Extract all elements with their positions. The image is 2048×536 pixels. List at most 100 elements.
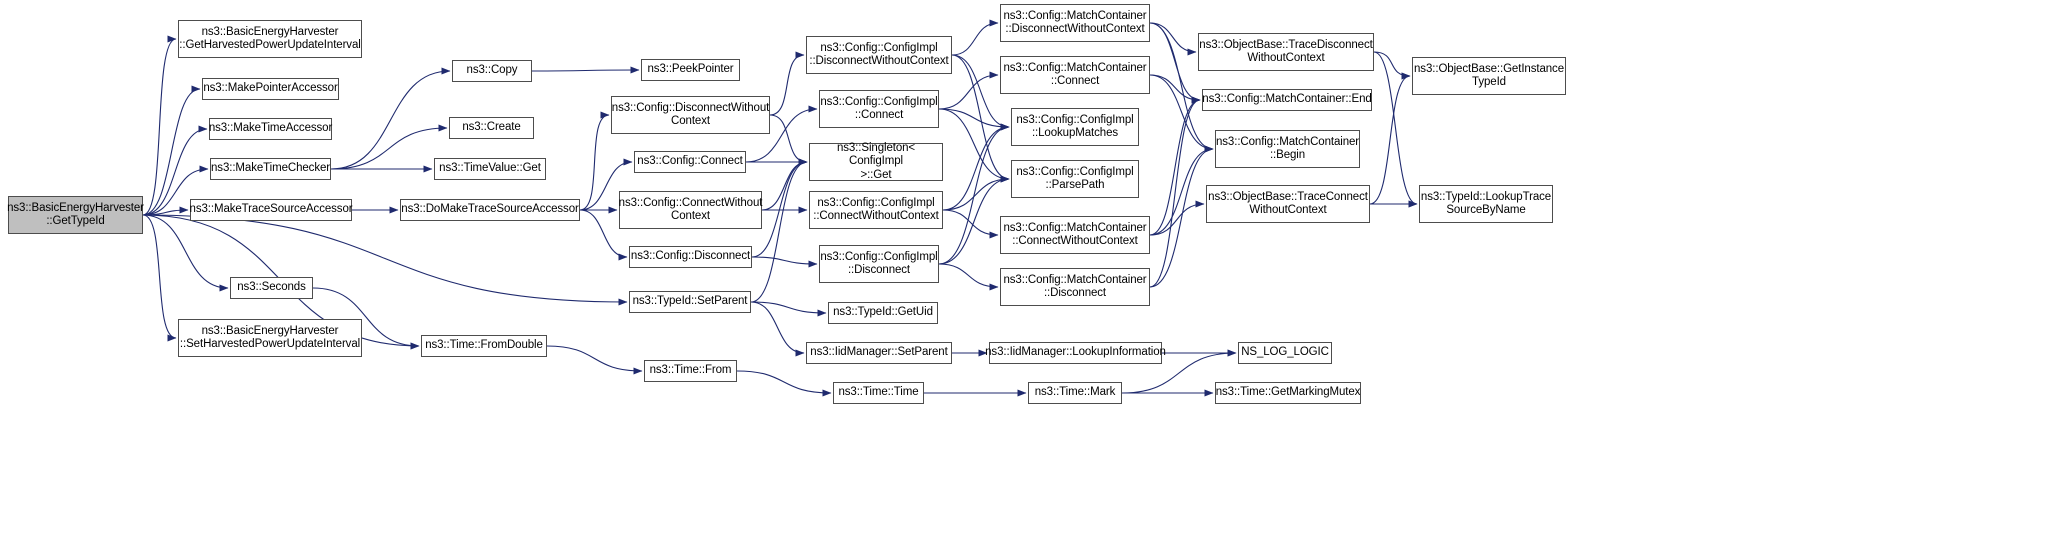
graph-node-label: ns3::MakeTraceSourceAccessor bbox=[189, 203, 353, 216]
graph-node-label: ns3::MakeTimeChecker bbox=[211, 162, 331, 175]
graph-node-label: ns3::Singleton< ConfigImpl >::Get bbox=[836, 141, 916, 181]
graph-edge bbox=[1149, 96, 1201, 288]
graph-node-label: ns3::TypeId::LookupTrace SourceByName bbox=[1420, 190, 1552, 217]
graph-node[interactable]: NS_LOG_LOGIC bbox=[1238, 342, 1332, 364]
graph-edge bbox=[1149, 200, 1205, 236]
graph-node[interactable]: ns3::TimeValue::Get bbox=[434, 158, 546, 180]
graph-edge bbox=[330, 124, 448, 170]
graph-edge bbox=[1149, 145, 1214, 288]
graph-node[interactable]: ns3::Config::ConfigImpl ::LookupMatches bbox=[1011, 108, 1139, 146]
graph-node-label: ns3::Config::MatchContainer ::Begin bbox=[1215, 135, 1360, 162]
graph-node-label: ns3::Create bbox=[462, 121, 521, 134]
graph-edge bbox=[142, 35, 177, 216]
graph-edge bbox=[769, 114, 808, 166]
graph-node-label: ns3::Config::DisconnectWithout Context bbox=[611, 101, 770, 128]
graph-node[interactable]: ns3::IidManager::LookupInformation bbox=[985, 342, 1166, 364]
graph-node-label: ns3::IidManager::SetParent bbox=[810, 346, 948, 359]
graph-node[interactable]: ns3::Config::ConfigImpl ::ParsePath bbox=[1011, 160, 1139, 198]
graph-node[interactable]: ns3::Time::From bbox=[644, 360, 737, 382]
graph-node[interactable]: ns3::MakePointerAccessor bbox=[202, 78, 339, 100]
graph-node-label: ns3::Config::ConfigImpl ::ConnectWithout… bbox=[813, 196, 939, 223]
graph-node[interactable]: ns3::TypeId::LookupTrace SourceByName bbox=[1419, 185, 1553, 223]
graph-node[interactable]: ns3::Config::MatchContainer ::ConnectWit… bbox=[1000, 216, 1150, 254]
graph-edge bbox=[938, 175, 1010, 265]
graph-edge bbox=[1149, 22, 1197, 56]
graph-node-label: ns3::TimeValue::Get bbox=[439, 162, 541, 175]
graph-node[interactable]: ns3::MakeTraceSourceAccessor bbox=[190, 199, 353, 221]
graph-node[interactable]: ns3::MakeTimeAccessor bbox=[209, 118, 332, 140]
graph-edge bbox=[142, 206, 189, 216]
graph-node[interactable]: ns3::BasicEnergyHarvester ::GetTypeId bbox=[7, 196, 144, 234]
graph-node[interactable]: ns3::Time::FromDouble bbox=[421, 335, 547, 357]
graph-edge bbox=[1149, 22, 1201, 104]
graph-node[interactable]: ns3::IidManager::SetParent bbox=[806, 342, 952, 364]
graph-edge bbox=[142, 85, 201, 216]
graph-node[interactable]: ns3::Seconds bbox=[230, 277, 313, 299]
graph-node-label: ns3::Config::MatchContainer ::ConnectWit… bbox=[1003, 221, 1147, 248]
graph-edge bbox=[951, 19, 999, 56]
graph-node-label: ns3::ObjectBase::TraceConnect WithoutCon… bbox=[1208, 190, 1368, 217]
graph-node[interactable]: ns3::Config::MatchContainer ::Disconnect… bbox=[1000, 4, 1150, 42]
graph-node-label: ns3::Config::ConfigImpl ::Connect bbox=[820, 95, 938, 122]
graph-node-label: ns3::Time::GetMarkingMutex bbox=[1215, 386, 1361, 399]
graph-node-label: ns3::Config::MatchContainer ::Disconnect bbox=[1003, 273, 1147, 300]
graph-edge bbox=[751, 256, 818, 268]
graph-node[interactable]: ns3::TypeId::SetParent bbox=[629, 291, 751, 313]
graph-node[interactable]: ns3::Time::Time bbox=[833, 382, 924, 404]
graph-edge bbox=[531, 66, 640, 74]
graph-node[interactable]: ns3::Config::ConfigImpl ::Connect bbox=[819, 90, 939, 128]
graph-node[interactable]: ns3::Time::GetMarkingMutex bbox=[1215, 382, 1361, 404]
graph-node-label: ns3::MakePointerAccessor bbox=[203, 82, 338, 95]
graph-node[interactable]: ns3::TypeId::GetUid bbox=[828, 302, 938, 324]
graph-node-label: ns3::Config::Disconnect bbox=[630, 250, 751, 263]
graph-node-label: ns3::Time::Mark bbox=[1034, 386, 1116, 399]
graph-node[interactable]: ns3::Config::MatchContainer::End bbox=[1202, 89, 1372, 111]
graph-node[interactable]: ns3::ObjectBase::GetInstance TypeId bbox=[1412, 57, 1566, 95]
graph-node-label: ns3::Config::ConfigImpl ::LookupMatches bbox=[1016, 113, 1134, 140]
graph-node[interactable]: ns3::BasicEnergyHarvester ::SetHarvested… bbox=[178, 319, 362, 357]
graph-edge bbox=[142, 214, 628, 306]
graph-node[interactable]: ns3::Config::MatchContainer ::Begin bbox=[1215, 130, 1360, 168]
graph-node[interactable]: ns3::PeekPointer bbox=[641, 59, 740, 81]
graph-node-label: ns3::Config::MatchContainer::End bbox=[1202, 93, 1372, 106]
graph-node[interactable]: ns3::Copy bbox=[452, 60, 532, 82]
graph-node-label: ns3::MakeTimeAccessor bbox=[208, 122, 333, 135]
graph-edge bbox=[942, 175, 1010, 211]
graph-node-label: ns3::TypeId::GetUid bbox=[833, 306, 933, 319]
graph-node[interactable]: ns3::Config::ConfigImpl ::DisconnectWith… bbox=[806, 36, 952, 74]
graph-node[interactable]: ns3::Create bbox=[449, 117, 534, 139]
graph-node[interactable]: ns3::Time::Mark bbox=[1028, 382, 1122, 404]
graph-edge bbox=[1149, 145, 1214, 236]
graph-edge bbox=[1149, 74, 1214, 153]
graph-node[interactable]: ns3::DoMakeTraceSourceAccessor bbox=[400, 199, 580, 221]
graph-node[interactable]: ns3::ObjectBase::TraceDisconnect Without… bbox=[1198, 33, 1374, 71]
graph-node[interactable]: ns3::Config::MatchContainer ::Disconnect bbox=[1000, 268, 1150, 306]
graph-node-label: ns3::Config::ConnectWithout Context bbox=[618, 196, 763, 223]
graph-edge bbox=[938, 123, 1010, 265]
graph-node[interactable]: ns3::Config::Connect bbox=[634, 151, 746, 173]
graph-node[interactable]: ns3::Config::ConfigImpl ::Disconnect bbox=[819, 245, 939, 283]
graph-node[interactable]: ns3::BasicEnergyHarvester ::GetHarvested… bbox=[178, 20, 362, 58]
graph-node[interactable]: ns3::Config::Disconnect bbox=[629, 246, 752, 268]
graph-edge bbox=[579, 111, 610, 211]
graph-edge bbox=[942, 209, 999, 239]
graph-node[interactable]: ns3::ObjectBase::TraceConnect WithoutCon… bbox=[1206, 185, 1370, 223]
graph-edge bbox=[546, 345, 643, 375]
graph-edge bbox=[938, 108, 1010, 131]
graph-node-label: ns3::BasicEnergyHarvester ::SetHarvested… bbox=[179, 324, 361, 351]
graph-node[interactable]: ns3::Config::DisconnectWithout Context bbox=[611, 96, 770, 134]
graph-edge bbox=[938, 263, 999, 291]
graph-node[interactable]: ns3::Config::ConnectWithout Context bbox=[619, 191, 762, 229]
graph-node[interactable]: ns3::Config::MatchContainer ::Connect bbox=[1000, 56, 1150, 94]
graph-edge bbox=[942, 123, 1010, 211]
graph-edge bbox=[750, 301, 827, 317]
graph-node[interactable]: ns3::Config::ConfigImpl ::ConnectWithout… bbox=[809, 191, 943, 229]
graph-edge bbox=[1373, 51, 1411, 80]
graph-edge bbox=[750, 301, 805, 357]
graph-edge bbox=[938, 71, 999, 110]
graph-node[interactable]: ns3::MakeTimeChecker bbox=[210, 158, 331, 180]
graph-node[interactable]: ns3::Singleton< ConfigImpl >::Get bbox=[809, 141, 943, 181]
graph-edge bbox=[1149, 96, 1201, 236]
graph-edge bbox=[1369, 72, 1411, 205]
